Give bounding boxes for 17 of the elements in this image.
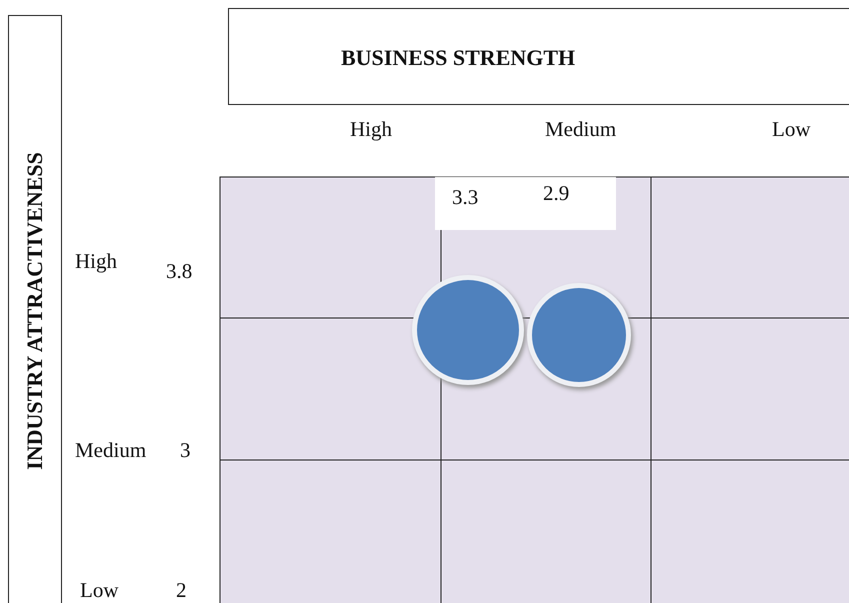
row-label: Low	[80, 578, 118, 603]
column-label: Medium	[545, 117, 616, 142]
value-box	[435, 177, 527, 230]
row-label: Medium	[75, 438, 146, 463]
column-label: Low	[772, 117, 810, 142]
row-score: 3	[180, 438, 190, 463]
row-score: 2	[176, 578, 186, 603]
axis-title: INDUSTRY ATTRACTIVENESS	[22, 152, 48, 470]
row-score: 3.8	[166, 259, 192, 284]
column-label: High	[350, 117, 392, 142]
value-label: 2.9	[543, 181, 570, 206]
axis-title-box	[8, 15, 62, 603]
row-label: High	[75, 249, 117, 274]
value-label: 3.3	[452, 185, 478, 210]
value-box	[527, 177, 616, 230]
axis-title-box	[228, 8, 849, 105]
axis-title: BUSINESS STRENGTH	[341, 45, 576, 71]
